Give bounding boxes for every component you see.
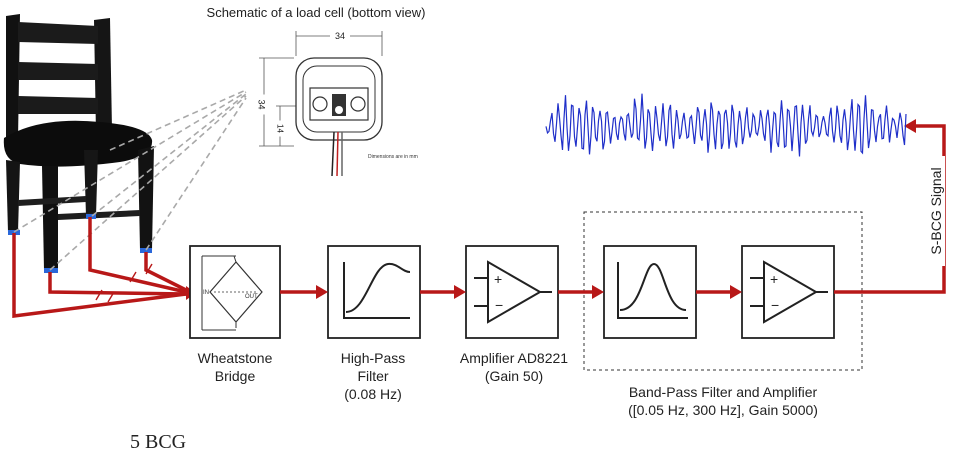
bridge-in-label: IN: [203, 290, 209, 296]
wheatstone-label-line2: Bridge: [214, 368, 256, 384]
svg-text:−: −: [495, 297, 503, 313]
sensor-wires: [12, 217, 187, 318]
signal-path-arrowheads: [316, 119, 916, 299]
s-bcg-waveform: [545, 93, 907, 157]
wheatstone-label-line1: Wheatstone: [197, 350, 273, 366]
projection-lines: [13, 89, 247, 271]
highpass-label-line3: (0.08 Hz): [344, 386, 402, 402]
svg-text:+: +: [770, 271, 778, 287]
chair-illustration: [3, 14, 154, 273]
amplifier-label-line1: Amplifier AD8221: [459, 350, 569, 366]
s-bcg-signal-label: S-BCG Signal: [928, 156, 945, 266]
amplifier-label-line2: (Gain 50): [484, 368, 544, 384]
highpass-label-line1: High-Pass: [340, 350, 406, 366]
bridge-out-label: OUT: [245, 294, 258, 300]
bandpass-group-label-1: Band-Pass Filter and Amplifier: [628, 384, 818, 400]
dimension-height: 34: [252, 94, 270, 115]
load-cell-schematic: [259, 31, 383, 177]
dimension-note: Dimensions are in mm: [368, 154, 418, 160]
highpass-label-line2: Filter: [357, 368, 389, 384]
schematic-title: Schematic of a load cell (bottom view): [206, 5, 426, 20]
wire-ticks: [95, 263, 153, 303]
svg-text:−: −: [771, 297, 779, 313]
band-pass-filter-block: [603, 245, 697, 339]
wheatstone-bridge-block: [189, 245, 281, 339]
amplifier-ad8221-block: + −: [465, 245, 559, 339]
dimension-width: 34: [330, 28, 350, 45]
high-pass-filter-block: [327, 245, 421, 339]
caption-fragment: 5 BCG: [130, 431, 187, 453]
amplifier-gain-5000-block: + −: [741, 245, 835, 339]
bandpass-group-label-2: ([0.05 Hz, 300 Hz], Gain 5000): [628, 402, 818, 418]
dimension-inner: 14: [271, 120, 289, 137]
svg-text:+: +: [494, 271, 502, 287]
